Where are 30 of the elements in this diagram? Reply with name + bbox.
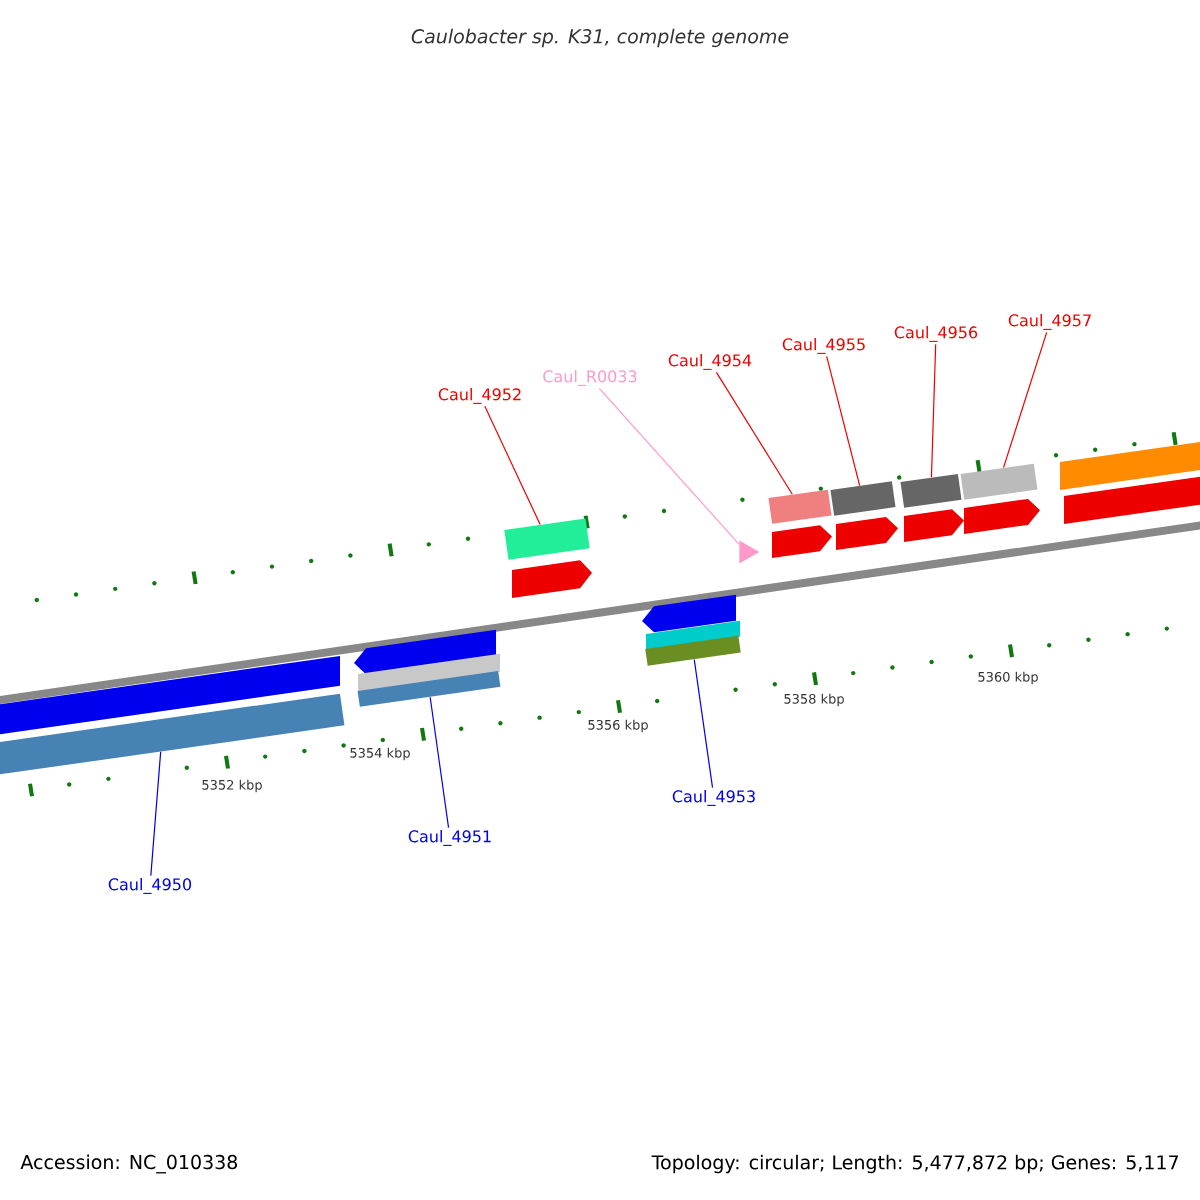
gene-label: Caul_R0033 [543, 370, 637, 386]
leader-line [598, 387, 740, 545]
gene-label: Caul_4955 [782, 338, 865, 354]
gene-label: Caul_4952 [438, 388, 521, 404]
footer-text: Accession: NC_010338 [20, 1154, 238, 1174]
gene-label: Caul_4957 [1008, 314, 1091, 330]
gene-bar [830, 481, 896, 516]
gene-bar [357, 671, 501, 707]
leader-line [826, 355, 861, 487]
gene-label: Caul_4956 [894, 326, 978, 342]
leader-line [1002, 331, 1048, 469]
leader-line [715, 371, 793, 495]
leader-line [150, 751, 162, 877]
gene-bar [900, 473, 962, 508]
gene-label: Caul_4954 [668, 354, 752, 370]
gene-bar [960, 463, 1038, 500]
leader-line [484, 405, 541, 526]
gene-bar [504, 518, 590, 560]
footer-text: Topology: circular; Length: 5,477,872 bp; Genes: 5,117 [651, 1154, 1178, 1174]
gene-bar [768, 489, 832, 524]
gene-label: Caul_4953 [672, 790, 755, 806]
gene-bar [0, 693, 345, 777]
gene-marker [739, 540, 760, 564]
leader-line [429, 696, 450, 829]
leader-line [693, 659, 714, 789]
leader-line [930, 343, 937, 478]
gene-bar [645, 635, 741, 666]
gene-label: Caul_4951 [408, 830, 491, 846]
title: Caulobacter sp. K31, complete genome [411, 28, 789, 48]
gene-label: Caul_4950 [108, 878, 192, 894]
